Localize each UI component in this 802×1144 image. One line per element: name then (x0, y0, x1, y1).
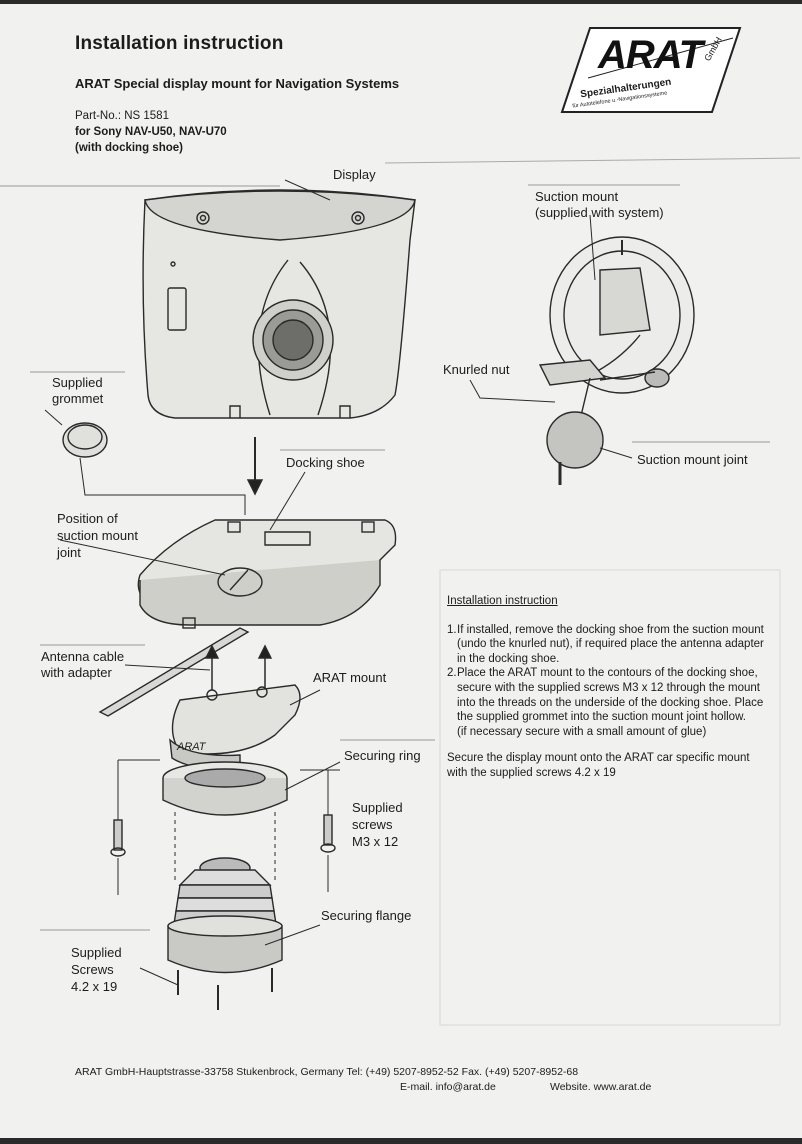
arat-logo (560, 27, 742, 113)
label-grommet-2: grommet (52, 391, 104, 406)
docking-shoe-illustration (59, 471, 397, 629)
secure-instruction: Secure the display mount onto the ARAT c… (447, 752, 750, 779)
label-screws-m3-3: M3 x 12 (352, 834, 399, 849)
label-suction-supplied: (supplied with system) (535, 205, 664, 220)
page-title: Installation instruction (75, 33, 284, 54)
page-subtitle: ARAT Special display mount for Navigatio… (75, 76, 400, 91)
part-number: Part-No.: NS 1581 (75, 110, 169, 122)
step-2-note: (if necessary secure with a small amount… (457, 725, 707, 738)
grommet-illustration (44, 409, 246, 515)
arat-mount-illustration (169, 684, 321, 773)
label-knurled-nut: Knurled nut (443, 362, 510, 377)
top-border (0, 0, 802, 4)
label-securing-ring: Securing ring (344, 748, 421, 763)
instructions-list: 1.If installed, remove the docking shoe … (447, 623, 767, 740)
securing-ring-illustration (162, 761, 341, 816)
label-position-2: suction mount (57, 528, 138, 543)
label-screws-m3-2: screws (352, 817, 393, 832)
suction-mount-illustration (469, 214, 695, 485)
footer-email: E-mail. info@arat.de (400, 1081, 496, 1093)
compatible-models: for Sony NAV-U50, NAV-U70 (75, 126, 227, 138)
logo-brand: ARAT (597, 33, 703, 77)
label-suction-joint: Suction mount joint (637, 452, 748, 467)
step-1-number: 1. (447, 623, 457, 636)
docking-note: (with docking shoe) (75, 142, 183, 154)
label-position-3: joint (57, 545, 81, 560)
label-screws-42-1: Supplied (71, 945, 122, 960)
label-securing-flange: Securing flange (321, 908, 412, 923)
label-grommet-1: Supplied (52, 375, 103, 390)
label-antenna-1: Antenna cable (41, 649, 125, 664)
label-screws-m3-1: Supplied (352, 800, 403, 815)
label-position-1: Position of (57, 511, 118, 526)
label-display: Display (333, 167, 376, 182)
bottom-border (0, 1138, 802, 1144)
label-antenna-2: with adapter (41, 665, 112, 680)
instructions-heading: Installation instruction (447, 595, 558, 607)
label-docking-shoe: Docking shoe (286, 455, 365, 470)
instructions-panel: Installation instruction 1.If installed,… (447, 594, 767, 781)
display-illustration (142, 189, 416, 419)
instruction-step-2: 2.Place the ARAT mount to the contours o… (447, 666, 767, 739)
footer-address: ARAT GmbH-Hauptstrasse-33758 Stukenbrock… (75, 1066, 579, 1078)
instruction-step-1: 1.If installed, remove the docking shoe … (447, 623, 767, 667)
label-screws-42-2: Screws (71, 962, 114, 977)
footer-website: Website. www.arat.de (550, 1081, 652, 1093)
step-2-number: 2. (447, 667, 457, 680)
securing-flange-illustration (139, 857, 321, 1010)
mount-engraving: ARAT (176, 741, 207, 753)
label-screws-42-3: 4.2 x 19 (71, 979, 118, 994)
label-suction-mount: Suction mount (535, 189, 619, 204)
step-2-text: Place the ARAT mount to the contours of … (457, 667, 764, 724)
step-1-text: If installed, remove the docking shoe fr… (457, 623, 764, 665)
label-arat-mount: ARAT mount (313, 670, 387, 685)
